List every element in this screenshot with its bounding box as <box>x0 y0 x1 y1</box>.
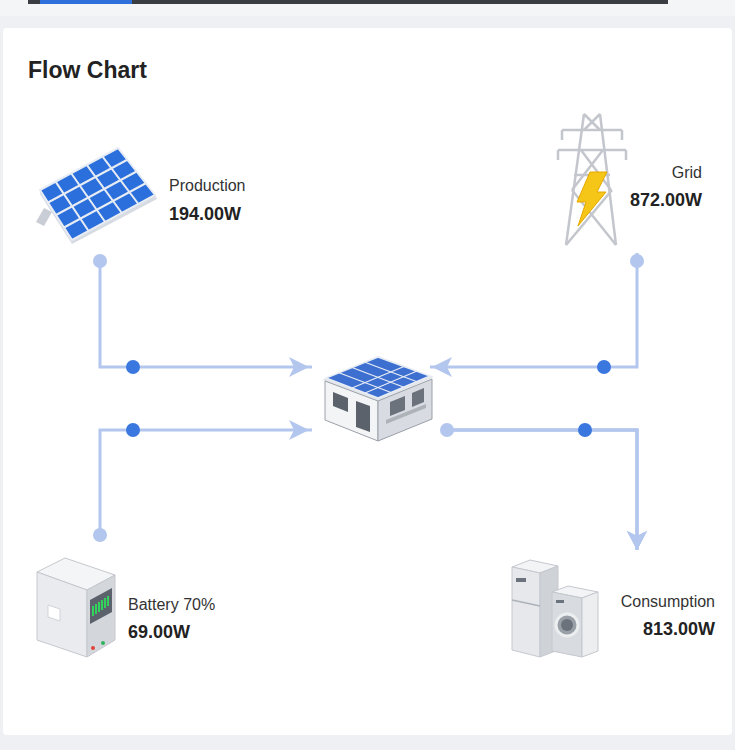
power-tower-icon <box>557 150 560 160</box>
house-icon <box>356 401 370 432</box>
flow-connector <box>375 253 637 550</box>
power-value: 872.00W <box>630 190 702 211</box>
appliances-icon <box>516 578 526 582</box>
flow-dot <box>126 360 140 374</box>
battery-icon <box>93 596 108 616</box>
flow-dot <box>440 423 454 437</box>
house-icon <box>390 396 405 416</box>
battery-icon <box>101 600 103 610</box>
power-value: 69.00W <box>128 622 190 643</box>
flow-dot <box>597 360 611 374</box>
power-tower-icon <box>561 130 564 140</box>
power-tower-icon <box>621 130 624 140</box>
flow-dot <box>93 254 107 268</box>
battery-icon <box>95 604 97 614</box>
power-tower-icon <box>558 149 626 152</box>
house-icon <box>352 367 404 389</box>
power-value: 194.00W <box>169 204 241 225</box>
flow-dot <box>630 254 644 268</box>
node-label: Production <box>169 177 246 195</box>
flow-arrowhead <box>432 357 452 377</box>
house-icon <box>386 404 426 424</box>
solar-panel-icon <box>48 160 127 203</box>
battery-icon <box>87 575 115 657</box>
node-label: Battery 70% <box>128 596 215 614</box>
power-value: 813.00W <box>643 619 715 640</box>
solar-panel-icon <box>40 148 155 240</box>
solar-panel-icon <box>40 148 157 244</box>
battery-icon <box>104 598 106 608</box>
power-tower-icon <box>562 129 622 132</box>
appliances-icon <box>552 592 582 657</box>
flow-node: Grid 872.00W <box>550 108 710 253</box>
battery-icon <box>37 558 115 657</box>
battery-icon <box>37 572 87 657</box>
battery-icon <box>90 588 112 624</box>
house-icon <box>325 381 378 441</box>
chart-title: Flow Chart <box>28 57 147 84</box>
flow-dot <box>93 528 107 542</box>
house-icon <box>378 379 432 441</box>
power-tower-icon <box>625 150 628 160</box>
battery-icon <box>107 596 109 606</box>
solar-panel-icon <box>36 208 52 226</box>
flow-node: Battery 70% 69.00W <box>28 540 238 662</box>
power-tower-icon <box>577 172 607 226</box>
appliances-icon <box>512 567 540 657</box>
power-tower-icon <box>584 114 600 130</box>
appliances-icon <box>556 614 578 636</box>
appliances-icon <box>512 560 598 657</box>
battery-icon <box>98 602 100 612</box>
flow-dot <box>93 254 644 542</box>
top-bar <box>28 0 668 4</box>
top-bar <box>40 0 132 4</box>
appliances-icon <box>582 592 598 657</box>
battery-icon <box>48 605 60 621</box>
flow-dot <box>126 423 140 437</box>
flow-arrowhead <box>289 420 309 440</box>
solar-panel-icon <box>56 172 137 216</box>
solar-panel-icon <box>48 156 146 231</box>
battery-icon <box>101 641 105 645</box>
node-label: Grid <box>672 164 702 182</box>
house-icon <box>312 345 430 445</box>
top-bar <box>0 0 735 16</box>
house-icon <box>333 392 348 412</box>
house-icon <box>339 362 417 393</box>
flow-node: Production 194.00W <box>30 140 270 255</box>
appliances-icon <box>561 619 573 631</box>
flow-arrowhead <box>289 357 309 377</box>
appliances-icon <box>556 600 564 603</box>
appliances-icon <box>512 600 540 606</box>
battery-icon <box>92 606 94 616</box>
battery-icon <box>91 646 95 650</box>
flow-node: Consumption 813.00W <box>505 550 720 662</box>
power-tower-icon <box>558 114 626 245</box>
node-label: Consumption <box>621 593 715 611</box>
house-icon <box>312 345 445 445</box>
flow-dot <box>578 423 592 437</box>
solar-panel-icon <box>64 183 146 227</box>
power-tower-icon <box>584 114 600 130</box>
house-icon <box>412 388 424 407</box>
solar-panel-icon <box>36 148 157 244</box>
flow-connector <box>100 255 637 550</box>
flow-connector <box>100 430 637 550</box>
house-icon <box>352 368 404 388</box>
flow-arrowhead <box>289 357 452 440</box>
